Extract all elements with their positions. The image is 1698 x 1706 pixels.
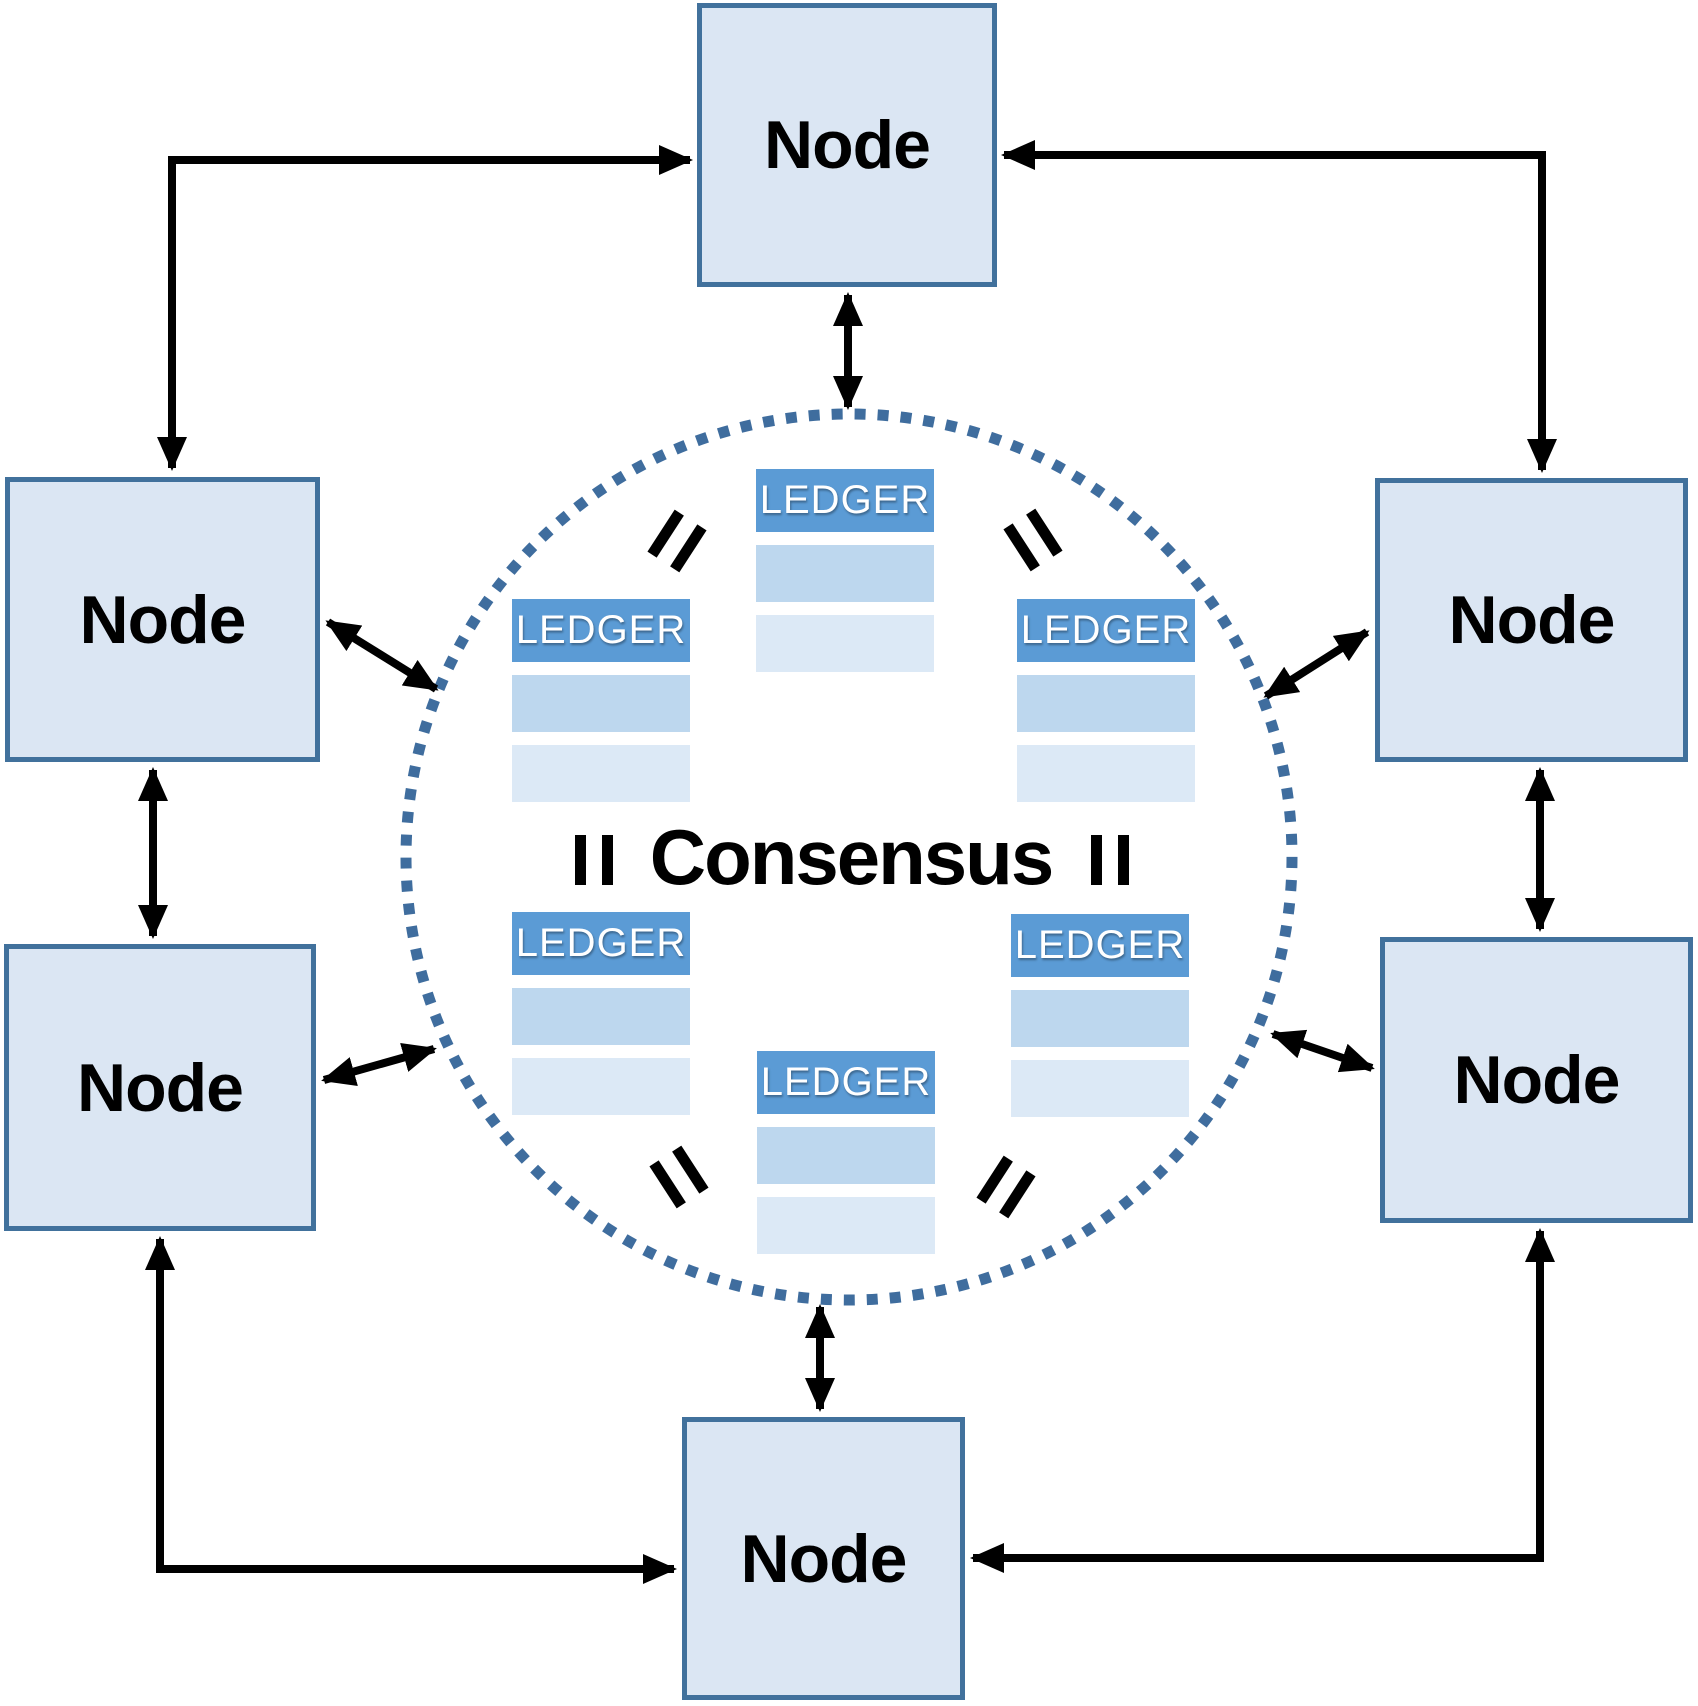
node-label: Node: [740, 1520, 908, 1597]
ledger-row: [756, 545, 934, 602]
node-box-right-upper: Node: [1375, 478, 1688, 762]
ledger-header: LEDGER: [1011, 914, 1189, 977]
ledger-row: [1017, 675, 1195, 732]
arrow-elbow-bottom-right: [970, 1228, 1555, 1573]
node-label: Node: [1453, 1042, 1621, 1118]
ledger-table-bottom-center: LEDGER: [757, 1051, 935, 1254]
arrow-left-upper-to-circle: [325, 618, 439, 693]
ledger-header: LEDGER: [1017, 599, 1195, 662]
arrow-left-lower-to-circle: [321, 1042, 437, 1087]
ledger-row: [757, 1197, 935, 1254]
node-box-top: Node: [697, 3, 997, 287]
ledger-row: [1011, 990, 1189, 1047]
ledger-row: [512, 745, 690, 802]
arrow-elbow-top-left: [157, 145, 693, 471]
node-box-right-lower: Node: [1380, 937, 1693, 1223]
node-box-left-lower: Node: [4, 944, 316, 1231]
ledger-table-lower-right: LEDGER: [1011, 914, 1189, 1117]
ledger-row: [1011, 1060, 1189, 1117]
node-box-bottom: Node: [682, 1417, 965, 1700]
ledger-table-lower-left: LEDGER: [512, 912, 690, 1115]
ledger-table-mid-right: LEDGER: [1017, 599, 1195, 802]
ledger-header: LEDGER: [512, 599, 690, 662]
node-label: Node: [77, 1049, 244, 1126]
node-box-left-upper: Node: [5, 477, 320, 762]
arrow-right-upper-to-circle: [1263, 628, 1370, 700]
arrow-right-lower-to-circle: [1270, 1029, 1375, 1073]
ledger-header: LEDGER: [512, 912, 690, 975]
ledger-row: [1017, 745, 1195, 802]
ledger-header: LEDGER: [756, 469, 934, 532]
ledger-row: [757, 1127, 935, 1184]
arrow-elbow-top-right: [1001, 140, 1557, 473]
node-label: Node: [79, 581, 247, 658]
ledger-table-mid-left: LEDGER: [512, 599, 690, 802]
node-label: Node: [1448, 582, 1616, 658]
ledger-row: [512, 1058, 690, 1115]
ledger-row: [512, 988, 690, 1045]
ledger-table-top-center: LEDGER: [756, 469, 934, 672]
ledger-row: [512, 675, 690, 732]
ledger-row: [756, 615, 934, 672]
consensus-dotted-circle-icon: [400, 408, 1298, 1306]
consensus-label: Consensus: [649, 812, 1054, 901]
ledger-header: LEDGER: [757, 1051, 935, 1114]
node-label: Node: [764, 107, 931, 183]
arrow-elbow-bottom-left: [145, 1236, 677, 1584]
